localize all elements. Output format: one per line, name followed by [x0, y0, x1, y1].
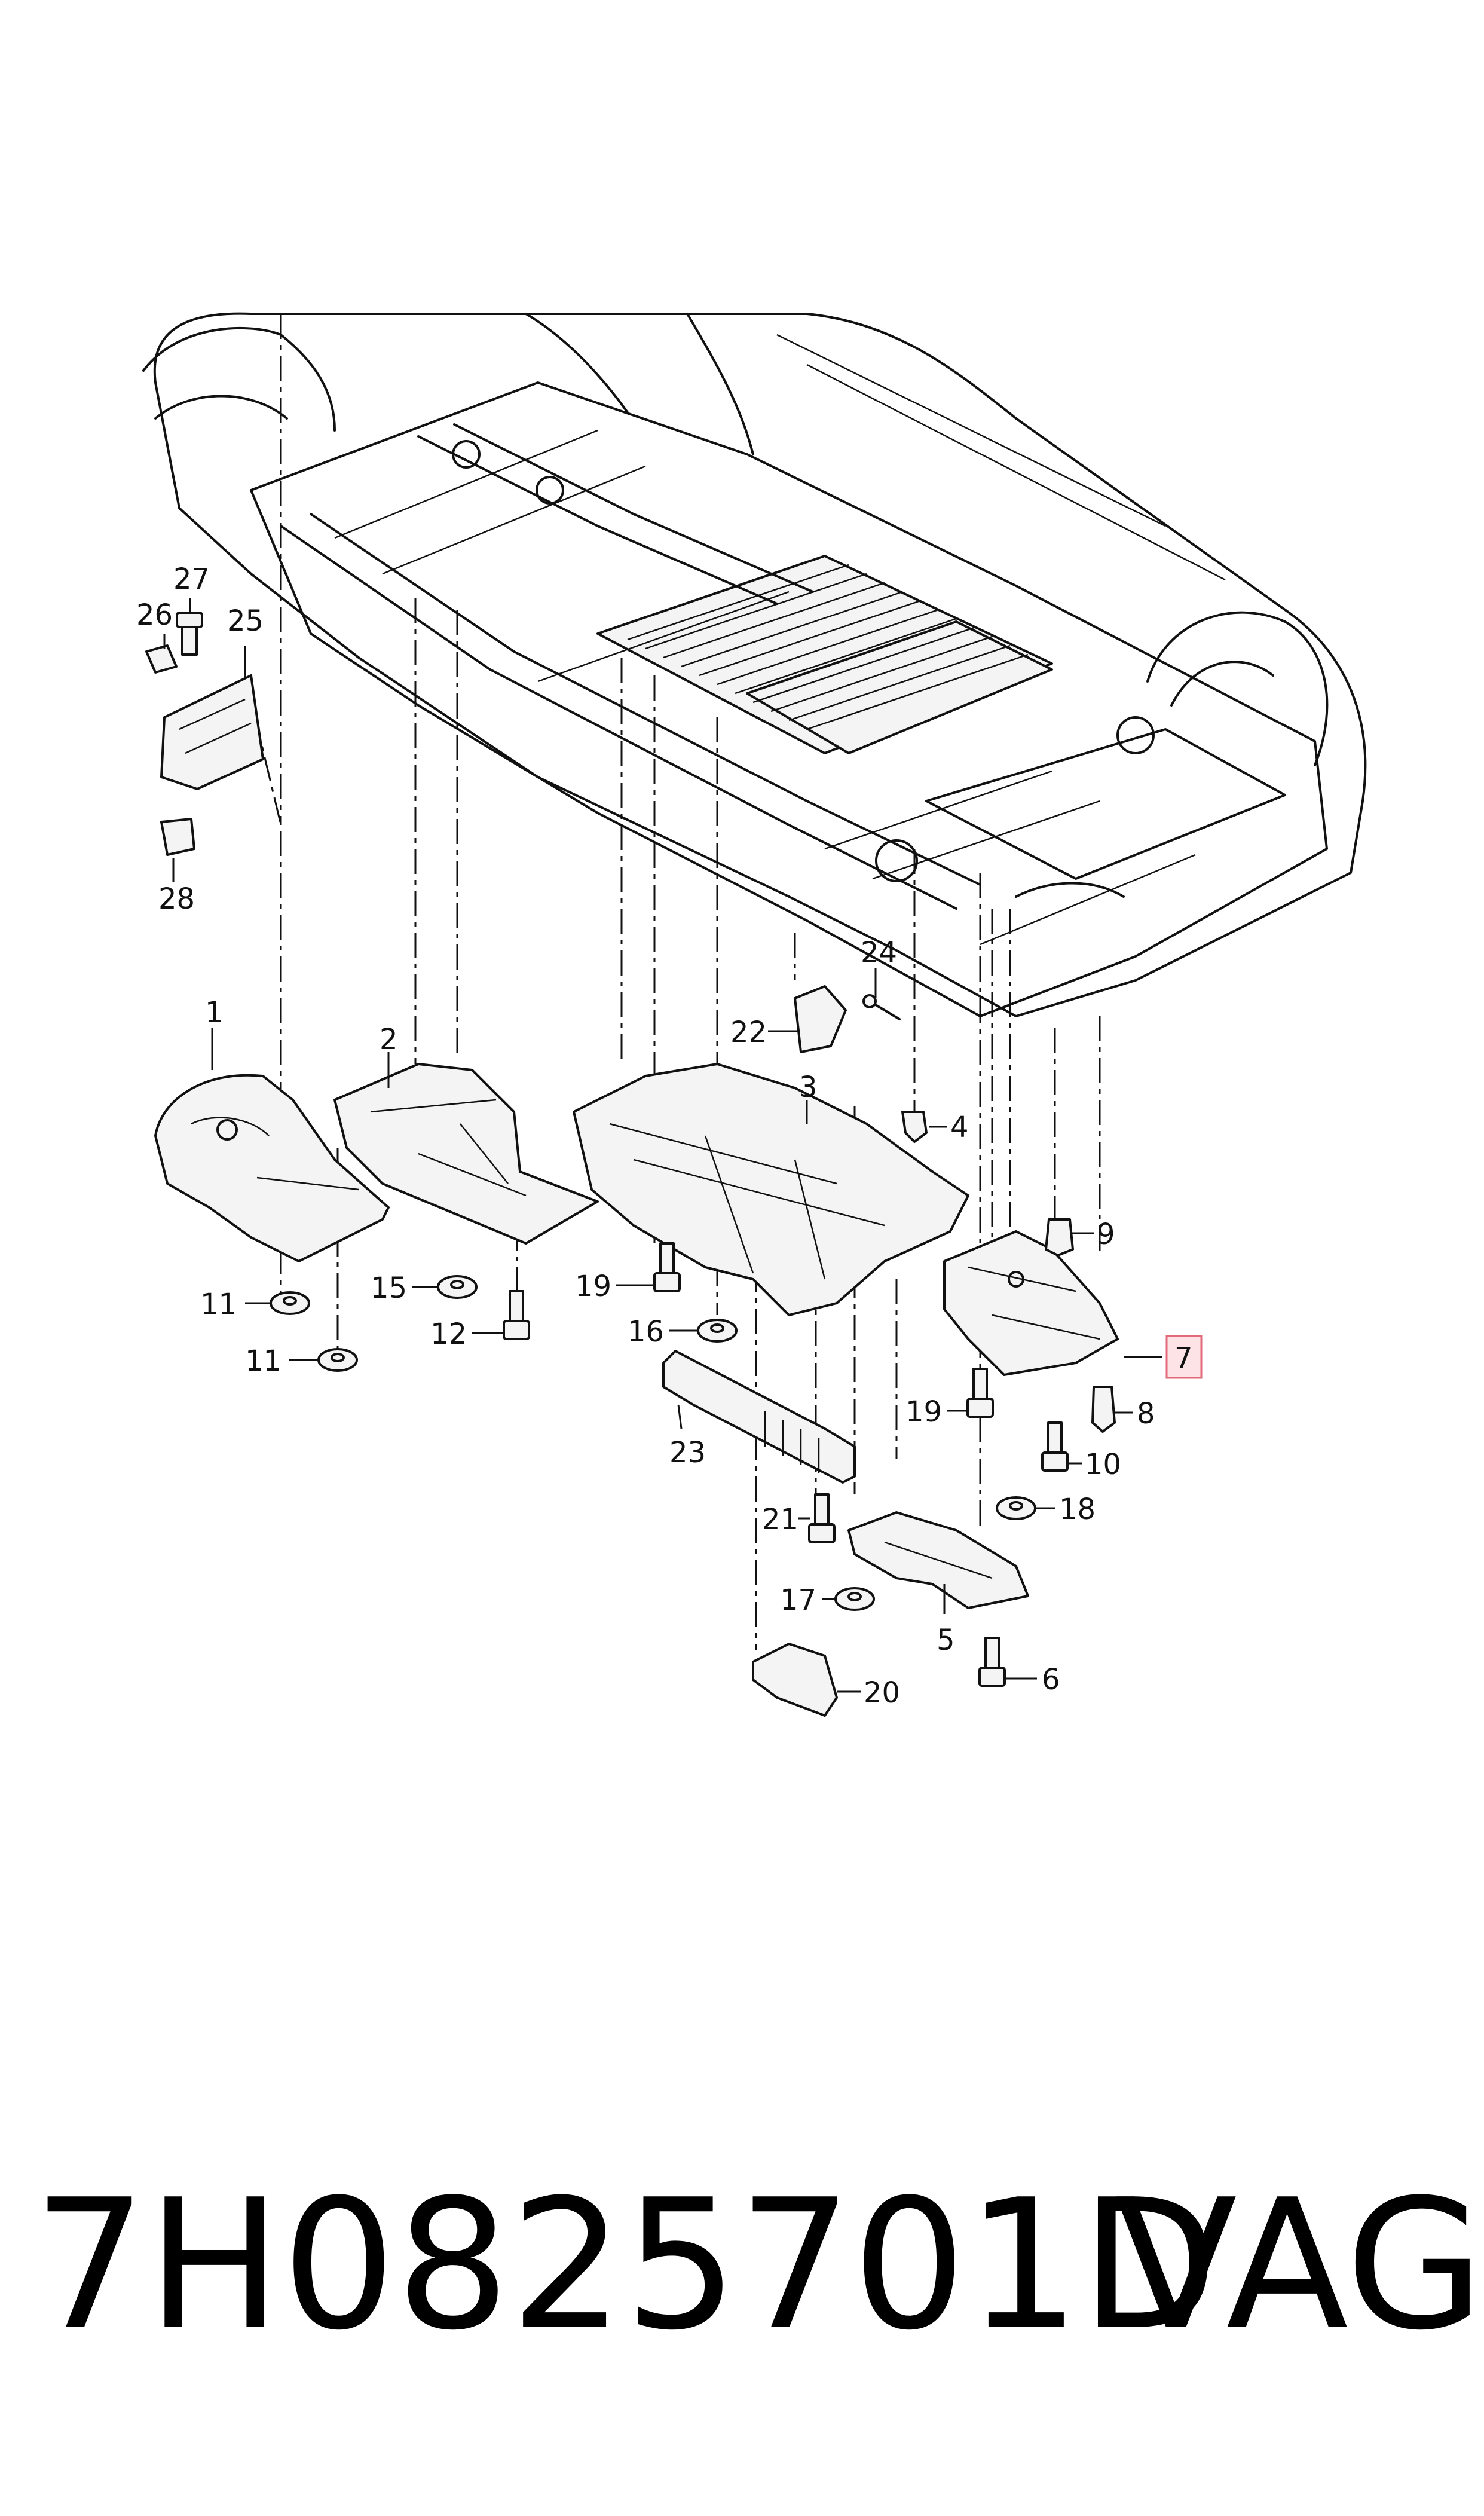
washer-15 — [437, 1275, 478, 1299]
bolt-10 — [1041, 1421, 1069, 1472]
callout-6: 6 — [1042, 1663, 1060, 1696]
bolt-6 — [978, 1637, 1006, 1687]
callout-28: 28 — [158, 882, 195, 916]
callout-9: 9 — [1097, 1218, 1115, 1251]
callout-16: 16 — [628, 1315, 664, 1349]
part-5-bracket — [847, 1511, 1029, 1609]
part-1-shield — [154, 1074, 390, 1262]
part-4-clip — [901, 1111, 928, 1143]
part-2-shield — [333, 1063, 599, 1245]
callout-11b: 11 — [245, 1344, 281, 1378]
callout-18: 18 — [1059, 1493, 1096, 1526]
callout-2: 2 — [380, 1023, 398, 1056]
callout-15: 15 — [371, 1271, 407, 1305]
callout-20: 20 — [864, 1676, 900, 1710]
bolt-19b — [966, 1368, 994, 1418]
washer-17 — [834, 1587, 875, 1611]
callout-23: 23 — [669, 1436, 706, 1469]
callout-19b: 19 — [905, 1395, 942, 1429]
leader-lines — [163, 598, 1162, 1693]
clip-9 — [1045, 1218, 1074, 1257]
callout-11a: 11 — [200, 1288, 237, 1321]
washer-18 — [996, 1496, 1036, 1520]
callout-25: 25 — [227, 604, 264, 638]
bolt-19a — [653, 1242, 681, 1292]
callout-7-highlight — [1165, 1335, 1203, 1379]
callout-5: 5 — [937, 1624, 955, 1657]
part-27-bolt — [176, 612, 203, 656]
clip-8 — [1091, 1386, 1116, 1433]
callout-19a: 19 — [575, 1270, 611, 1303]
callout-24: 24 — [861, 936, 897, 970]
part-24-pin — [862, 994, 901, 1020]
part-7-shield — [943, 1230, 1119, 1376]
part-26-clip — [145, 644, 178, 674]
washer-11b — [317, 1348, 358, 1372]
callout-3: 3 — [799, 1071, 818, 1104]
callout-7: 7 — [1174, 1341, 1193, 1375]
bolt-21 — [808, 1493, 836, 1543]
part-20-bracket — [752, 1643, 838, 1717]
washer-11a — [270, 1291, 310, 1315]
callout-8: 8 — [1137, 1397, 1155, 1430]
bolt-12 — [503, 1290, 530, 1340]
brand-label: VAG — [1115, 2161, 1484, 2370]
part-25-bracket — [160, 674, 264, 790]
part-number-label: 7H0825701D — [33, 2161, 1219, 2370]
part-22-bracket — [794, 985, 847, 1053]
callout-21: 21 — [762, 1503, 798, 1536]
callout-10: 10 — [1085, 1448, 1121, 1481]
part-28-clip — [160, 818, 195, 856]
callout-17: 17 — [780, 1583, 816, 1617]
callout-1: 1 — [205, 996, 224, 1029]
washer-16 — [697, 1319, 738, 1343]
callout-27: 27 — [173, 562, 210, 596]
callouts: 1 2 3 4 5 6 7 8 9 10 11 11 12 15 16 17 1… — [136, 562, 1203, 1710]
callout-26: 26 — [136, 598, 173, 632]
callout-4: 4 — [950, 1111, 969, 1144]
callout-22: 22 — [730, 1016, 767, 1049]
part-23-strip — [662, 1350, 856, 1484]
callout-12: 12 — [430, 1317, 467, 1351]
vehicle-underbody — [142, 312, 1367, 1017]
part-3-shield — [573, 1063, 969, 1316]
